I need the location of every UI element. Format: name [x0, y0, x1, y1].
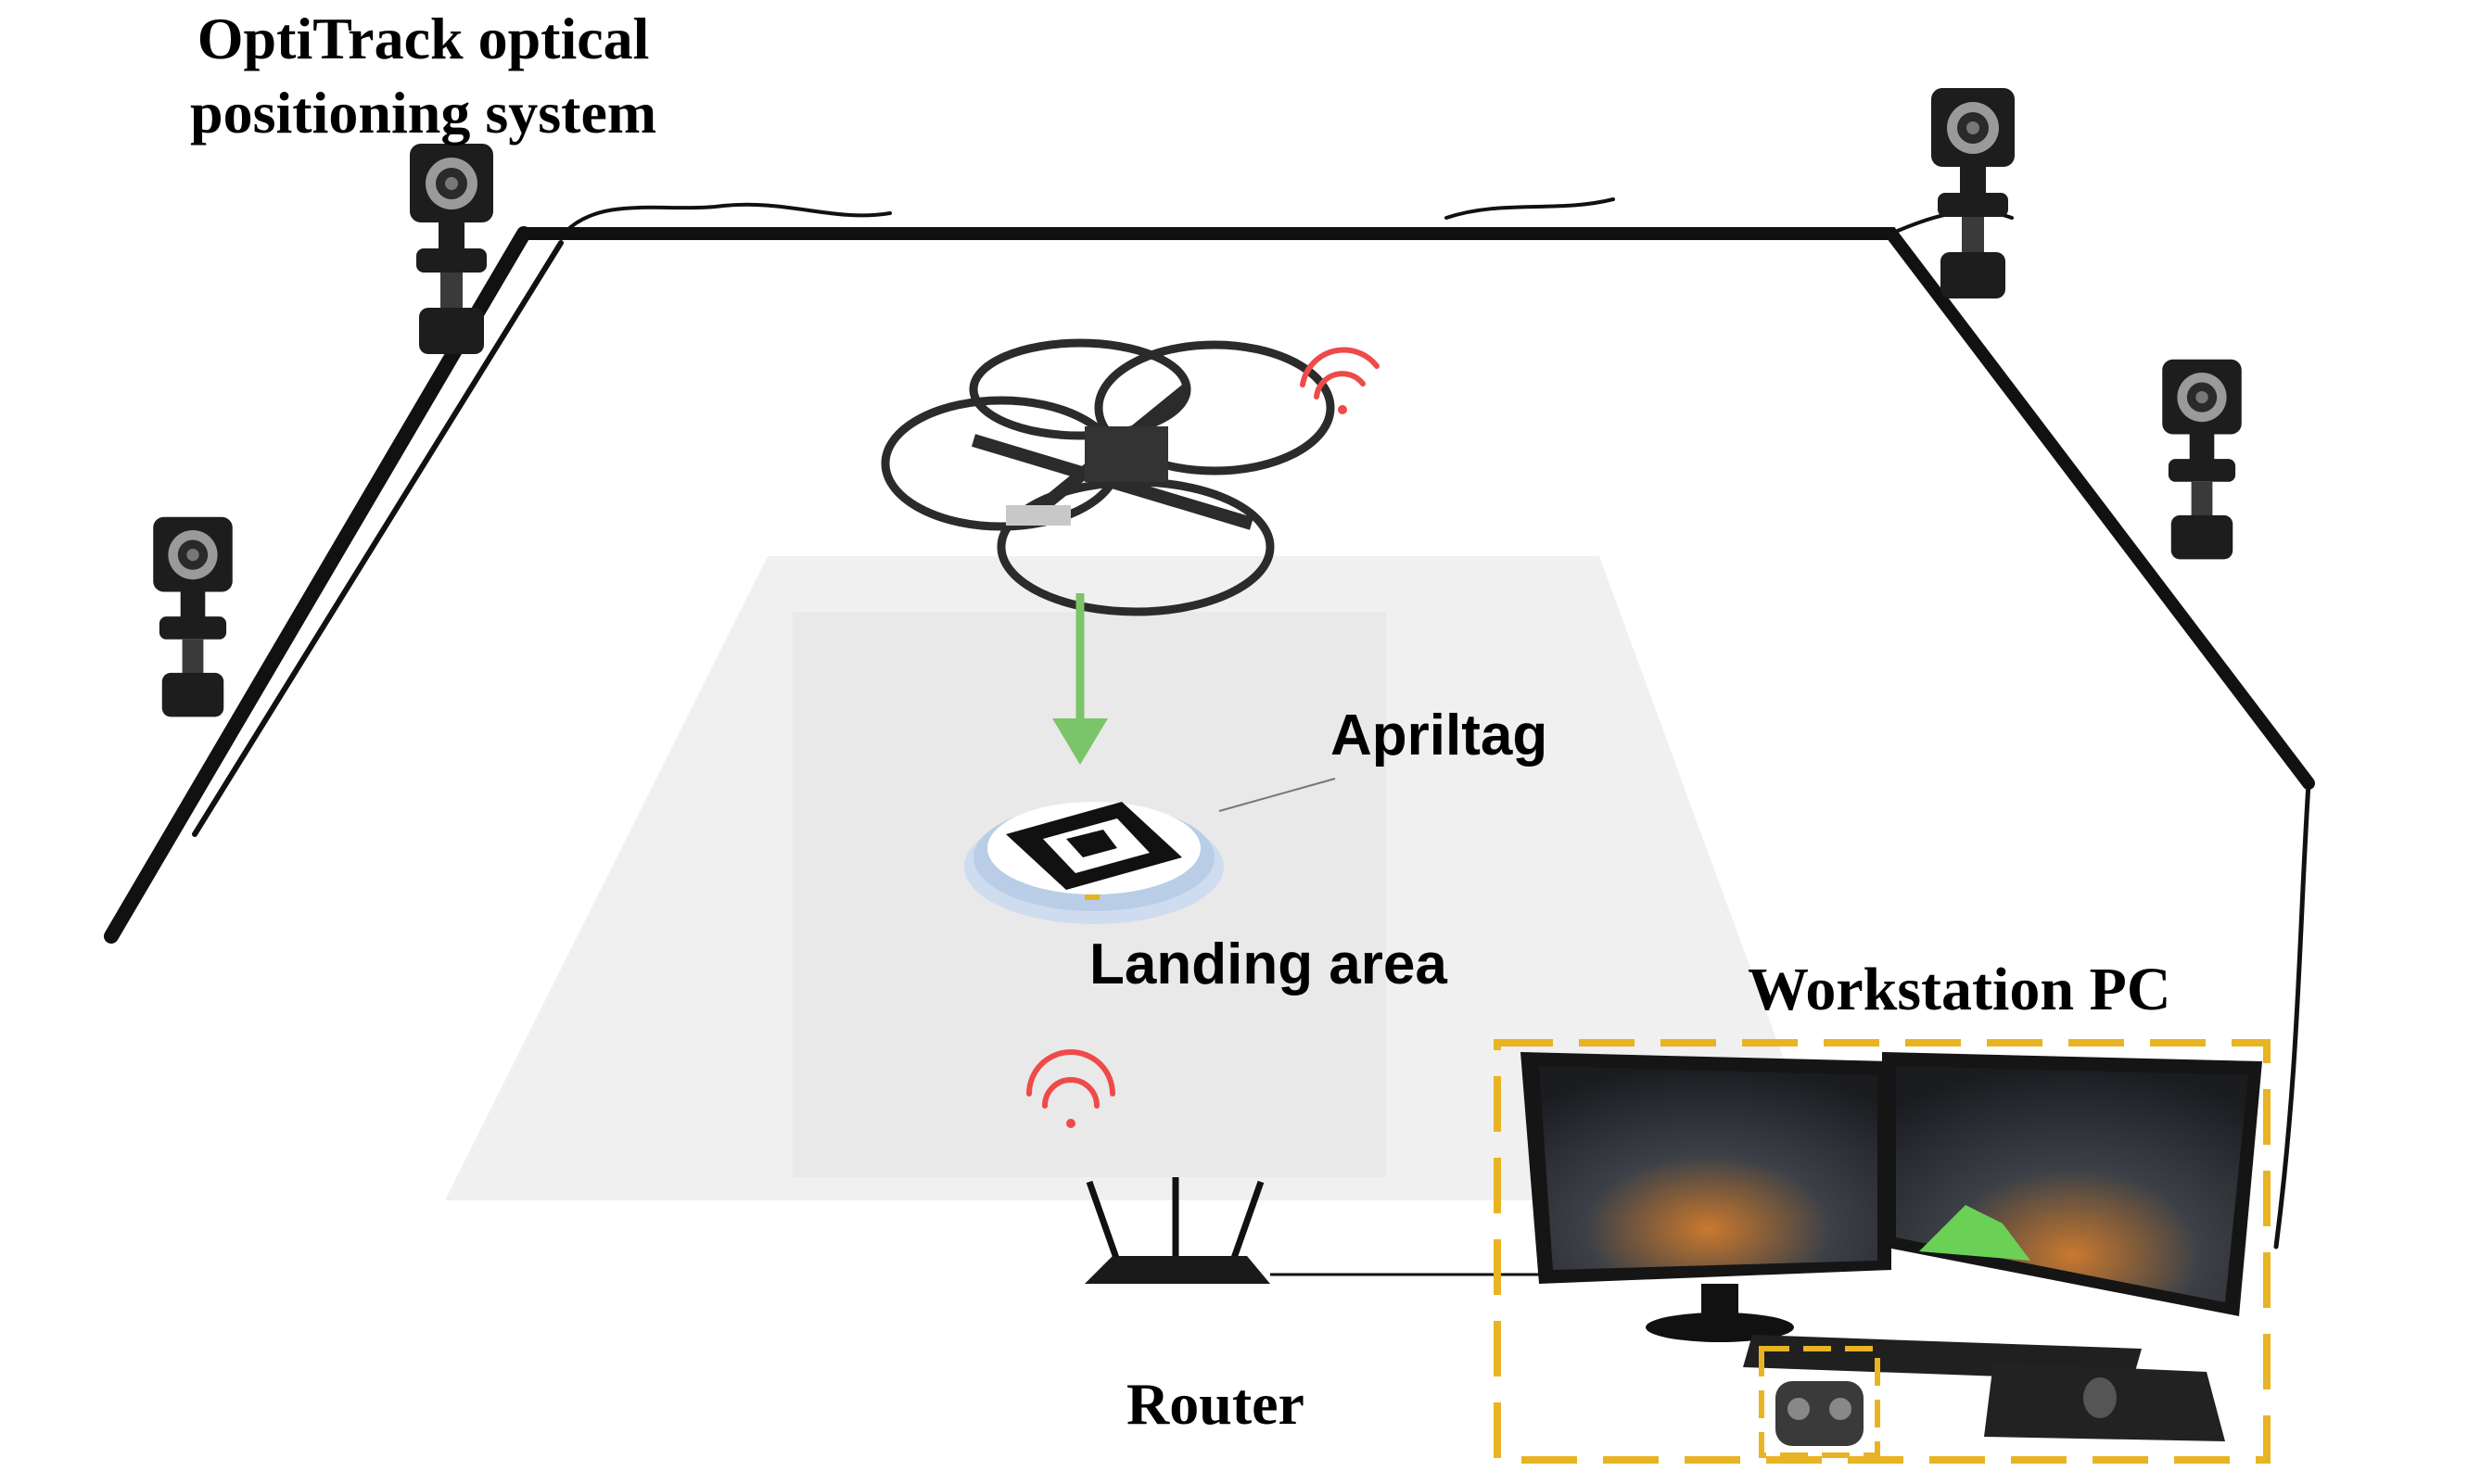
- motion-capture-camera-icon: [2162, 359, 2242, 560]
- router-icon: [1085, 1177, 1270, 1284]
- motion-capture-camera-icon: [410, 144, 493, 354]
- optitrack-label-line2: positioning system: [190, 80, 657, 146]
- motion-capture-camera-icon: [1931, 88, 2015, 298]
- monitor-icon: [1882, 1052, 2262, 1316]
- motion-capture-camera-icon: [153, 516, 233, 717]
- router-label: Router: [1126, 1371, 1304, 1437]
- monitor-icon: [1520, 1052, 1891, 1342]
- landing-area-label: Landing area: [1089, 932, 1447, 996]
- mouse: [2083, 1377, 2117, 1418]
- apriltag-label: Apriltag: [1330, 704, 1548, 767]
- workstation-label: Workstation PC: [1748, 956, 2171, 1023]
- descent-arrow-icon: [1052, 593, 1108, 765]
- remote-controller-icon: [1775, 1381, 1864, 1446]
- controller-highlight-box: [1759, 1346, 1880, 1458]
- quadrotor-drone-icon: [881, 338, 1335, 616]
- apriltag-marker-icon: [964, 802, 1224, 924]
- optitrack-label-line1: OptiTrack optical: [197, 6, 650, 71]
- wifi-signal-icon: [1026, 1049, 1115, 1128]
- wifi-signal-icon: [1300, 347, 1380, 414]
- apriltag-leader-line: [1218, 778, 1336, 812]
- optitrack-label: OptiTrack optical positioning system: [190, 2, 656, 150]
- workstation-highlight-box: [1494, 1039, 2271, 1464]
